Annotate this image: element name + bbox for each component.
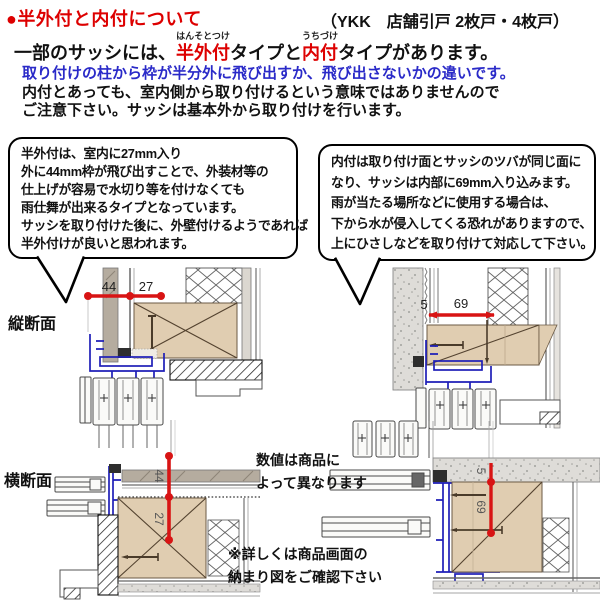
trim-hatch — [97, 514, 119, 596]
furigana-hansotozuke: はんそとつけ — [176, 31, 230, 41]
difference-note: 取り付けの柱から枠が半分外に飛び出すか、飛び出さないかの違いです。 — [22, 65, 515, 82]
dimension-line-5-69-vertical: 5 69 — [474, 463, 495, 537]
siding-strip — [121, 469, 261, 483]
sash-frame-blue — [89, 334, 165, 386]
dim-5-rotated: 5 — [474, 468, 488, 475]
siding-strip — [102, 267, 119, 363]
insulation — [207, 519, 240, 577]
hansotozuke-bubble: 半外付は、室内に27mm入り 外に44mm枠が飛び出すことで、外装材等の 仕上げ… — [8, 137, 308, 259]
term-hansotozuke: はんそとつけ半外付 — [176, 31, 230, 63]
diagram-uchitsuke-vertical: 5 69 — [392, 267, 561, 430]
trim-hatch — [169, 359, 263, 381]
concrete-wall — [392, 267, 424, 391]
uchizuke-bubble: 内付は取り付け面とサッシのツバが同じ面に なり、サッシは内部に69mm入り込みま… — [318, 144, 596, 261]
door-panel-plan — [321, 469, 431, 538]
door-panel-plan — [46, 476, 106, 517]
dim-27: 27 — [139, 279, 153, 294]
dimension-line-5-69: 5 69 — [420, 296, 495, 319]
detail-note: ※詳しくは商品画面の 納まり図をご確認下さい — [228, 546, 382, 585]
diagram-hansoto-horizontal: 44 27 — [46, 420, 261, 600]
dim-69-rotated: 69 — [474, 500, 488, 514]
dim-27-rotated: 27 — [152, 512, 166, 526]
dim-44-rotated: 44 — [152, 469, 166, 483]
dim-44: 44 — [102, 279, 116, 294]
intro-pre: 一部のサッシには、 — [14, 43, 176, 63]
furigana-uchizuke: うちづけ — [301, 31, 339, 41]
door-rails — [79, 376, 164, 448]
dim-5: 5 — [420, 297, 427, 312]
intro-sentence: 一部のサッシには、はんそとつけ半外付タイプとうちづけ内付タイプがあります。 — [14, 31, 499, 63]
door-rails — [415, 387, 497, 430]
caution-line-1: 内付とあっても、室内側から取り付けるという意味ではありませんので — [22, 84, 500, 101]
concrete-wall — [432, 457, 600, 483]
diagram-hansoto-vertical: 44 27 — [79, 267, 263, 448]
values-note: 数値は商品に よって異なります — [256, 452, 367, 491]
dimension-line-44-27-vertical: 44 27 — [152, 452, 173, 544]
diagram-canvas: 44 27 — [46, 267, 600, 600]
insulation — [185, 267, 243, 304]
term-uchizuke: うちづけ内付 — [301, 31, 339, 63]
section-label-horizontal: 横断面 — [4, 473, 53, 490]
insulation — [542, 517, 570, 573]
sash-frame-blue — [425, 340, 492, 396]
dim-69: 69 — [454, 296, 468, 311]
page-title: ●半外付と内付について — [6, 9, 202, 29]
section-label-vertical: 縦断面 — [8, 316, 57, 333]
caution-line-2: ご注意下さい。サッシは基本外から取り付けを行います。 — [22, 102, 411, 119]
door-rails — [352, 420, 419, 458]
diagram-uchitsuke-horizontal: 5 69 — [321, 420, 600, 594]
dimension-line-44-27: 44 27 — [84, 279, 165, 300]
product-label: （YKK 店舗引戸 2枚戸・4枚戸） — [321, 14, 570, 31]
